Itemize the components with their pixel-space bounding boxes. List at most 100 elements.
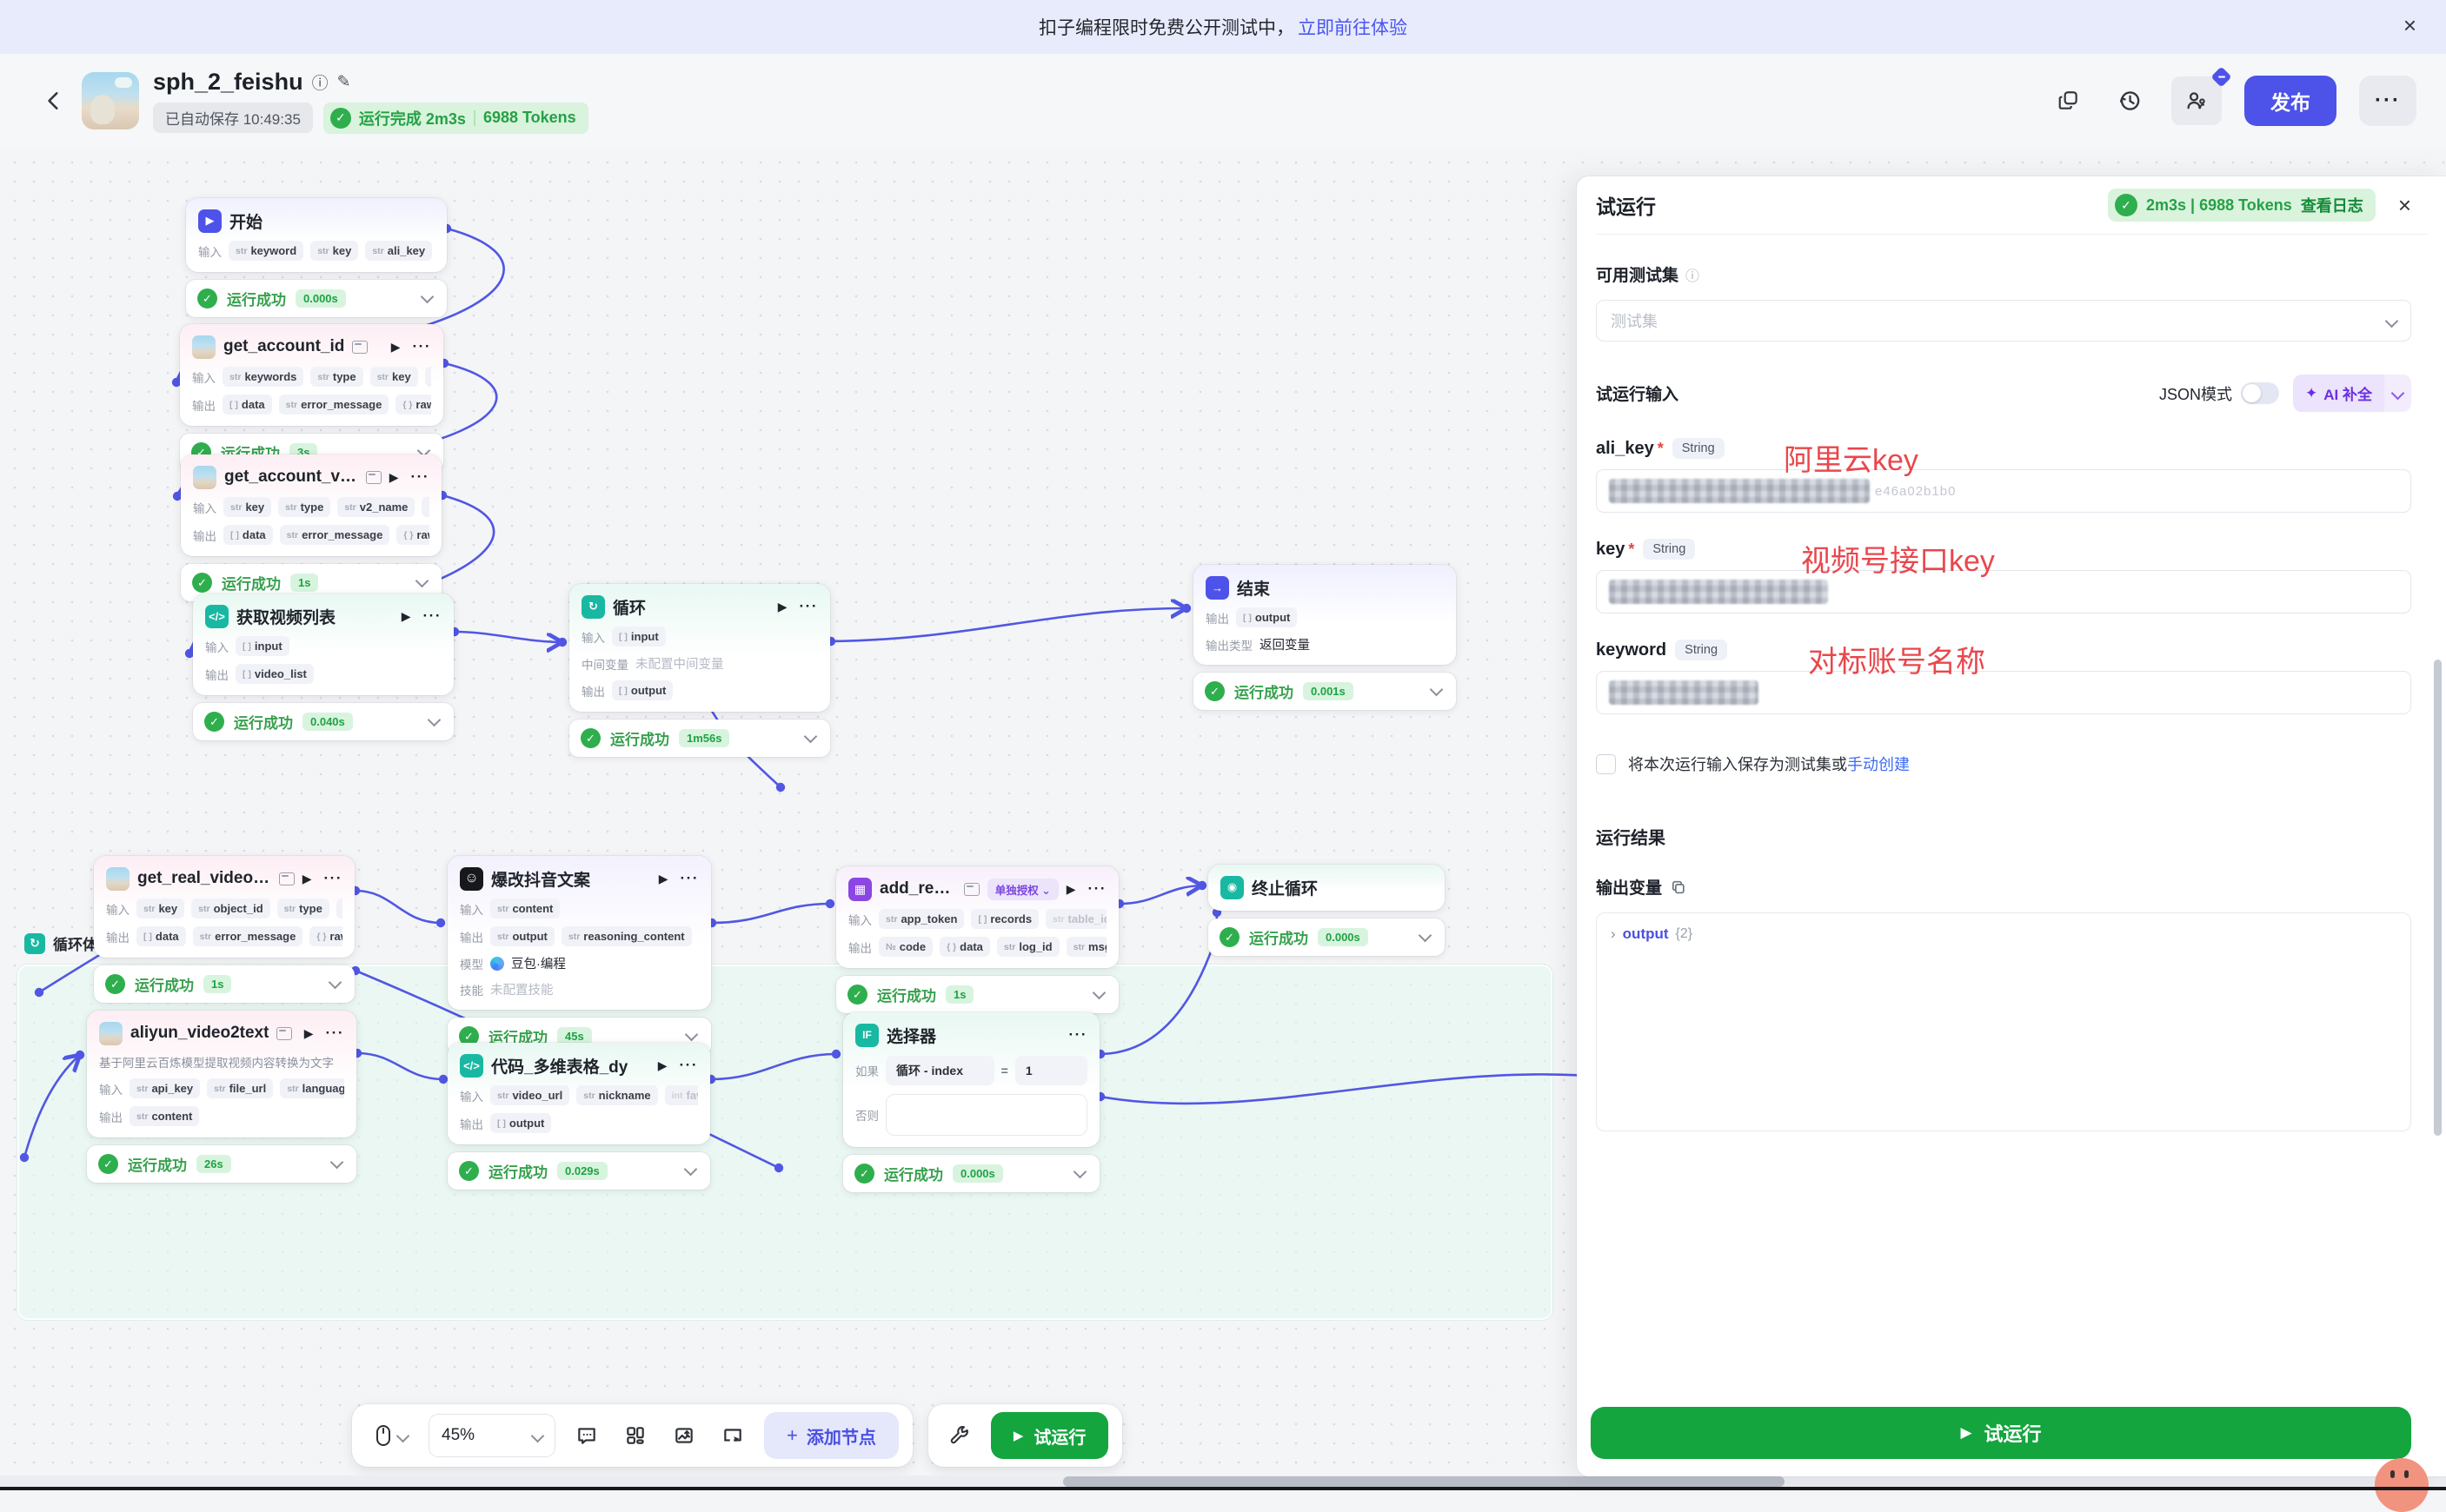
- info-icon[interactable]: ⓘ: [1685, 269, 1700, 284]
- key-input[interactable]: [1596, 570, 2411, 613]
- publish-button[interactable]: 发布: [2244, 76, 2336, 126]
- node-more-icon[interactable]: ···: [679, 1057, 698, 1073]
- banner-close-icon[interactable]: ×: [2403, 12, 2416, 38]
- node-run-icon[interactable]: ▶: [658, 871, 668, 885]
- chevron-down-icon[interactable]: [328, 975, 342, 990]
- keyword-input[interactable]: [1596, 671, 2411, 714]
- else-empty-box[interactable]: [886, 1094, 1087, 1136]
- condition-left[interactable]: 循环 - index: [886, 1056, 994, 1085]
- condition-right[interactable]: 1: [1014, 1056, 1087, 1085]
- history-icon[interactable]: [2110, 82, 2149, 120]
- node-more-icon[interactable]: ···: [325, 1025, 344, 1041]
- chevron-down-icon[interactable]: [1073, 1164, 1087, 1179]
- assistant-mascot[interactable]: [2375, 1458, 2429, 1512]
- node-run-icon[interactable]: ▶: [389, 469, 399, 484]
- chevron-down-icon[interactable]: [684, 1027, 699, 1042]
- save-testset-checkbox[interactable]: [1596, 753, 1616, 774]
- ai-complete-button[interactable]: ✦ AI 补全: [2293, 375, 2411, 412]
- cursor-mode-button[interactable]: [366, 1418, 415, 1453]
- header-more-button[interactable]: ···: [2359, 76, 2416, 126]
- ali-key-input[interactable]: e46a02b1b0: [1596, 469, 2411, 513]
- image-icon[interactable]: [667, 1418, 701, 1453]
- add-node-button[interactable]: + 添加节点: [764, 1412, 899, 1459]
- chevron-down-icon[interactable]: [415, 574, 429, 588]
- chevron-down-icon[interactable]: [1429, 682, 1444, 697]
- node-card[interactable]: get_account_video_list▶···输入strkeystrtyp…: [181, 454, 442, 556]
- node-run-icon[interactable]: ▶: [390, 339, 401, 354]
- duplicate-icon[interactable]: [2050, 82, 2088, 120]
- node-more-icon[interactable]: ···: [1087, 880, 1107, 897]
- collaborators-button[interactable]: [2171, 66, 2232, 125]
- edit-icon[interactable]: ✎: [336, 72, 351, 91]
- auth-badge[interactable]: 单独授权 ⌄: [987, 878, 1059, 900]
- node-run-icon[interactable]: ▶: [657, 1058, 668, 1072]
- copy-icon[interactable]: [1671, 879, 1686, 895]
- node-more-icon[interactable]: ···: [422, 607, 442, 624]
- panel-run-button[interactable]: ▶ 试运行: [1591, 1407, 2411, 1459]
- chevron-down-icon[interactable]: [329, 1155, 344, 1170]
- back-button[interactable]: [38, 85, 70, 116]
- run-status-badge[interactable]: ✓ 运行完成 2m3s 6988 Tokens: [322, 102, 588, 134]
- info-icon[interactable]: ⓘ: [311, 74, 329, 93]
- status-text: 运行成功: [234, 715, 293, 732]
- manual-create-link[interactable]: 手动创建: [1847, 756, 1910, 773]
- view-log-link[interactable]: 查看日志: [2300, 197, 2363, 215]
- chevron-down-icon[interactable]: [683, 1162, 698, 1177]
- horizontal-scrollbar-thumb[interactable]: [1063, 1476, 1785, 1487]
- node-run-icon[interactable]: ▶: [401, 608, 411, 623]
- zoom-select[interactable]: 45%: [429, 1414, 555, 1457]
- node-run-icon[interactable]: ▶: [777, 599, 788, 613]
- node-card[interactable]: ◉终止循环: [1208, 865, 1445, 911]
- test-set-select[interactable]: 测试集: [1596, 300, 2411, 342]
- screen-icon[interactable]: [715, 1418, 750, 1453]
- chevron-down-icon[interactable]: [803, 729, 818, 744]
- node-more-icon[interactable]: ···: [680, 870, 699, 886]
- node-more-icon[interactable]: ···: [412, 338, 431, 355]
- banner-link[interactable]: 立即前往体验: [1298, 18, 1407, 38]
- chevron-down-icon[interactable]: [420, 289, 435, 304]
- end-icon: →: [1206, 575, 1229, 600]
- panel-run-badge[interactable]: ✓ 2m3s | 6988 Tokens 查看日志: [2108, 189, 2376, 222]
- node-more-icon[interactable]: ···: [323, 870, 342, 886]
- node-card[interactable]: aliyun_video2text▶···基于阿里云百炼模型提取视频内容转换为文…: [87, 1011, 356, 1137]
- comment-icon[interactable]: [569, 1418, 604, 1453]
- wrench-icon[interactable]: [942, 1418, 977, 1453]
- json-mode-toggle[interactable]: [2241, 382, 2280, 404]
- chevron-down-icon[interactable]: [1092, 985, 1107, 1000]
- node-more-icon[interactable]: ···: [799, 598, 818, 614]
- chevron-down-icon[interactable]: [427, 713, 442, 727]
- panel-scrollbar[interactable]: [2434, 660, 2442, 1136]
- test-run-button[interactable]: ▶ 试运行: [990, 1412, 1109, 1459]
- node-more-icon[interactable]: ···: [1068, 1026, 1087, 1043]
- chevron-down-icon[interactable]: [1418, 928, 1432, 943]
- output-expand-row[interactable]: › output {2}: [1611, 925, 2396, 943]
- node-run-icon[interactable]: ▶: [1066, 881, 1076, 896]
- node-run-icon[interactable]: ▶: [302, 871, 312, 885]
- node-more-icon[interactable]: ···: [410, 468, 429, 485]
- node-run-icon[interactable]: ▶: [303, 1025, 314, 1040]
- layout-grid-icon[interactable]: [618, 1418, 653, 1453]
- panel-close-icon[interactable]: ×: [2397, 191, 2411, 218]
